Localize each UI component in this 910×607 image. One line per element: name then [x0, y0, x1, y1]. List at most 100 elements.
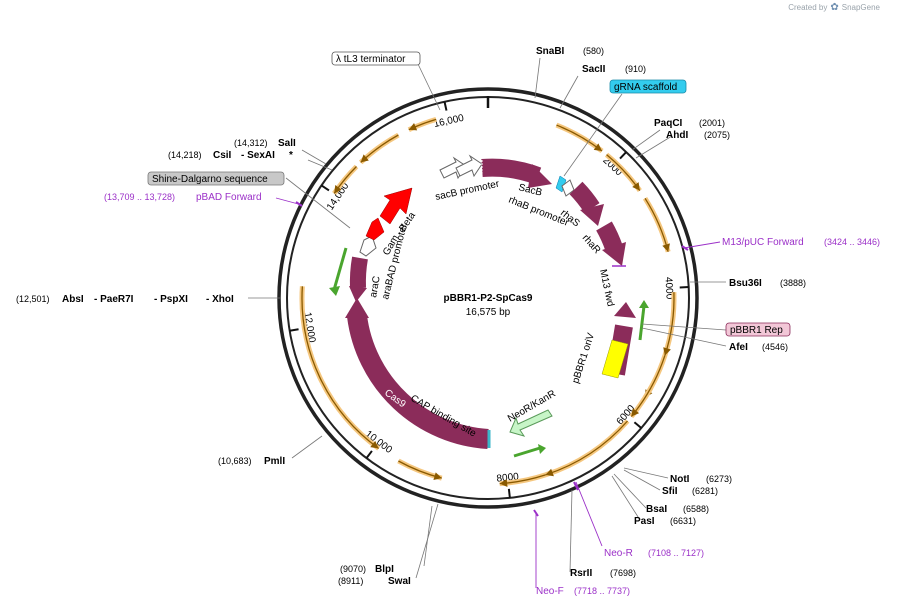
orf-arrowhead-0	[593, 143, 603, 152]
orf-arrows	[299, 116, 677, 487]
m13-fwd-label: M13 fwd	[597, 268, 616, 307]
scale-tick-6	[320, 184, 330, 192]
orf-arrowhead-1	[632, 182, 640, 191]
pbad-forward-name: pBAD Forward	[196, 192, 262, 203]
rhar-label: rhaR	[580, 233, 603, 256]
sacb-promoter-arrow-2	[455, 154, 483, 178]
rhar-arrowhead	[602, 242, 626, 266]
neo-r-pos: (7108 .. 7127)	[648, 548, 704, 558]
arabad-promoter-arrow	[359, 235, 377, 257]
bsu36i-pos: (3888)	[780, 278, 806, 288]
sexai-name: - SexAI	[241, 150, 275, 161]
orf-arrowhead-12	[408, 122, 418, 131]
neo-f-pos: (7718 .. 7737)	[574, 586, 630, 596]
scale-tick-5	[289, 328, 299, 332]
snabi-pos: (580)	[583, 46, 604, 56]
snabi-name: SnaBI	[536, 46, 565, 57]
snapgene-logo-icon: ✿	[830, 2, 839, 13]
orf-arrowhead-11	[360, 154, 369, 163]
beta-label: Beta	[397, 210, 418, 234]
sfii-name: SfiI	[662, 486, 678, 497]
terminator-box	[331, 51, 421, 66]
orf-arrowhead-6	[545, 468, 554, 477]
plasmid-size: 16,575 bp	[466, 307, 511, 318]
pasi-pos: (6631)	[670, 516, 696, 526]
feature-arcs	[345, 154, 636, 449]
cas9-arrowhead	[345, 298, 369, 318]
pbbr1-rep-feature	[601, 339, 629, 379]
plasmid-name: pBBR1-P2-SpCas9	[444, 293, 533, 304]
swai-pos: (8911)	[338, 576, 363, 586]
brand-name: SnapGene	[841, 3, 880, 12]
beta-arrow	[379, 187, 413, 225]
orf-band-2	[642, 196, 671, 253]
bsai-pos: (6588)	[683, 504, 709, 514]
scale-tick-0	[619, 151, 627, 160]
absi-name: AbsI	[62, 294, 84, 305]
csii-name: CsiI	[213, 150, 232, 161]
neo-r-name: Neo-R	[604, 548, 633, 559]
pasi-name: PasI	[634, 516, 655, 527]
rhar-arc	[596, 221, 623, 252]
pbbr1-oriv-label: pBBR1 oriV	[570, 332, 597, 385]
sacb-arc	[481, 158, 542, 185]
green-arrows	[329, 247, 649, 458]
scale-tick-3	[507, 488, 511, 498]
orf-band-6	[544, 419, 630, 478]
absi-group-pos: (12,501)	[16, 294, 50, 304]
scale-tick-2	[633, 421, 642, 429]
green-arrow-bottom	[513, 446, 541, 458]
created-by-credit: Created by ✿ SnapGene	[788, 2, 880, 13]
pbbr1-rep-box	[725, 322, 791, 337]
orf-arrowhead-9	[370, 440, 379, 449]
pbad-forward-pos: (13,709 .. 13,728)	[104, 192, 175, 202]
green-arrow-right	[638, 305, 646, 341]
rhas-arrowhead	[580, 204, 604, 226]
m13-puc-forward-name: M13/pUC Forward	[722, 237, 804, 248]
m13-puc-forward-pos: (3424 .. 3446)	[824, 237, 880, 247]
grna-scaffold-mark	[555, 175, 567, 193]
blpi-name: BlpI	[375, 564, 394, 575]
csii-group-pos: (14,218)	[168, 150, 202, 160]
ahdi-name: AhdI	[666, 130, 688, 141]
rhas-arc	[569, 181, 600, 214]
rsrii-pos: (7698)	[610, 568, 636, 578]
pmli-pos: (10,683)	[218, 456, 252, 466]
xhoi-name: - XhoI	[206, 294, 234, 305]
scale-tick-label-7: 16,000	[433, 113, 466, 130]
grna-scaffold-label: gRNA scaffold	[614, 82, 677, 93]
afei-name: AfeI	[729, 342, 748, 353]
shine-dalgarno-label: Shine-Dalgarno sequence	[152, 174, 268, 185]
pmli-name: PmlI	[264, 456, 285, 467]
cas9-arc	[347, 314, 489, 449]
grna-scaffold-box	[609, 79, 687, 94]
orf-arrowhead-7	[499, 479, 508, 487]
shine-dalgarno-box	[147, 171, 285, 186]
noti-name: NotI	[670, 474, 690, 485]
orf-arrowhead-8	[433, 472, 442, 480]
bsu36i-name: Bsu36I	[729, 278, 762, 289]
orf-arrowhead-10	[334, 185, 342, 194]
bsai-name: BsaI	[646, 504, 667, 515]
arac-label: araC	[368, 275, 383, 298]
terminator-label: λ tL3 terminator	[336, 54, 406, 65]
rsrii-name: RsrII	[570, 568, 592, 579]
sacb-promoter-label: sacB promoter	[434, 179, 501, 203]
sfii-pos: (6281)	[692, 486, 718, 496]
sacb-arrowhead	[528, 164, 552, 188]
sali-pos: (14,312)	[234, 138, 268, 148]
scale-tick-4	[365, 450, 373, 459]
green-arrow-bottom-head	[538, 444, 546, 454]
leader-lines	[248, 57, 727, 579]
gam-arrow	[365, 217, 385, 241]
afei-pos: (4546)	[762, 342, 788, 352]
pbbr1-rep-label: pBBR1 Rep	[730, 325, 783, 336]
scale-tick-7	[443, 101, 448, 111]
paqci-name: PaqCI	[654, 118, 683, 129]
orf-arrowhead-2	[662, 243, 670, 252]
orf-line-6	[545, 420, 629, 476]
noti-pos: (6273)	[706, 474, 732, 484]
primer-ticks	[295, 201, 689, 517]
pspxi-name: - PspXI	[154, 294, 188, 305]
